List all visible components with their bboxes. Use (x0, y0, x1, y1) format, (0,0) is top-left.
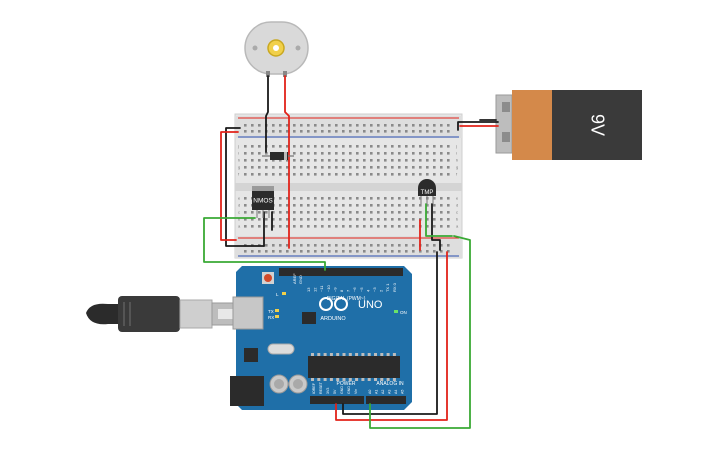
dc-motor[interactable] (244, 21, 309, 77)
digital-header-label: DIGITAL (PWM~) (327, 296, 366, 302)
digital-pin-label: RX 0 (392, 282, 397, 292)
battery-9v[interactable]: 9V (495, 90, 642, 160)
analog-header-label: ANALOG IN (376, 381, 404, 387)
bb-row-letter: g (456, 165, 458, 170)
bb-row-letter: a (456, 224, 459, 229)
bb-row-letter: i (456, 151, 457, 156)
digital-gnd-label: GND (298, 275, 303, 284)
bb-row-letter: f (238, 172, 240, 177)
power-pin-label: Vin (354, 389, 358, 394)
bb-row-letter: a (238, 224, 241, 229)
power-pin-label: GND (347, 386, 351, 394)
wires-bottom (203, 217, 471, 429)
power-pin-label: IOREF (312, 382, 316, 394)
nmos-transistor[interactable]: NMOS (252, 186, 274, 218)
digital-pin-label: 4 (365, 289, 370, 292)
digital-pin-label: ~9 (332, 287, 337, 292)
digital-pin-label: TX 1 (385, 283, 390, 292)
tmp-label: TMP (421, 190, 434, 196)
left-black-jumper (225, 127, 265, 247)
bb-row-letter: b (456, 217, 459, 222)
power-pin-label: GND (340, 386, 344, 394)
analog-pin-label: A5 (401, 390, 405, 394)
analog-pin-label: A1 (375, 390, 379, 394)
analog-pin-label: A2 (381, 390, 385, 394)
brand-label: ARDUINO (320, 316, 346, 322)
digital-pin-label: ~11 (319, 285, 324, 292)
sensor-out-wire (425, 203, 453, 237)
digital-pin-label: 7 (346, 289, 351, 292)
bb-row-letter: d (238, 203, 240, 208)
bb-row-letter: g (238, 165, 240, 170)
analog-pin-label: A4 (394, 390, 398, 394)
bb-row-letter: h (238, 158, 240, 163)
digital-pin-label: ~10 (326, 284, 331, 292)
model-label: UNO (358, 299, 383, 311)
motor-red-wire (284, 75, 290, 153)
power-header-label: POWER (337, 381, 356, 387)
battery-label: 9V (587, 114, 607, 136)
analog-header[interactable] (366, 396, 406, 404)
bb-row-letter: c (456, 210, 458, 215)
temperature-sensor[interactable]: TMP (418, 179, 436, 204)
5v-red-wire (335, 251, 448, 421)
arduino-logo-icon (319, 297, 348, 311)
digital-pin-label: 13 (306, 287, 311, 292)
battery-black-wire (457, 121, 499, 131)
aref-label: AREF (292, 273, 297, 284)
led-on-label: ON (400, 310, 407, 315)
bb-row-letter: c (238, 210, 240, 215)
left-red-jumper (220, 131, 239, 241)
bb-row-letter: e (456, 196, 459, 201)
bb-row-letter: b (238, 217, 241, 222)
ic-pins (311, 353, 396, 381)
power-pin-label: 3V3 (326, 388, 330, 394)
analog-pin-label: A3 (388, 390, 392, 394)
analog-pin-label: A0 (368, 390, 372, 394)
led-tx-label: TX (268, 309, 274, 314)
bb-row-letter: j (455, 144, 457, 149)
bb-row-letter: j (237, 144, 239, 149)
bb-row-letter: i (238, 151, 239, 156)
a0-green-wire (369, 235, 471, 429)
digital-pin-label: ~5 (359, 287, 364, 292)
reset-button[interactable] (264, 274, 272, 282)
power-pin-label: RESET (319, 381, 323, 394)
nmos-label: NMOS (253, 198, 273, 205)
led-l-label: L (276, 292, 279, 297)
bb-row-letter: e (238, 196, 241, 201)
power-pin-label: 5V (333, 389, 337, 394)
sensor-gnd-wire (431, 203, 441, 251)
digital-header[interactable] (279, 268, 403, 276)
digital-pin-label: 12 (313, 287, 318, 292)
motor-black-wire (265, 75, 269, 153)
wires-top (220, 75, 499, 251)
power-header[interactable] (310, 396, 364, 404)
digital-pin-label: ~3 (372, 287, 377, 292)
bb-row-letter: h (456, 158, 458, 163)
led-rx-label: RX (268, 315, 274, 320)
digital-pin-label: ~6 (352, 287, 357, 292)
gnd-black-wire (342, 251, 438, 415)
gate-green-wire (203, 217, 326, 271)
bb-row-letter: d (456, 203, 458, 208)
bb-row-letter: f (456, 172, 458, 177)
digital-pin-label: 2 (379, 289, 384, 292)
digital-pin-label: 8 (339, 289, 344, 292)
diode[interactable] (262, 152, 294, 160)
